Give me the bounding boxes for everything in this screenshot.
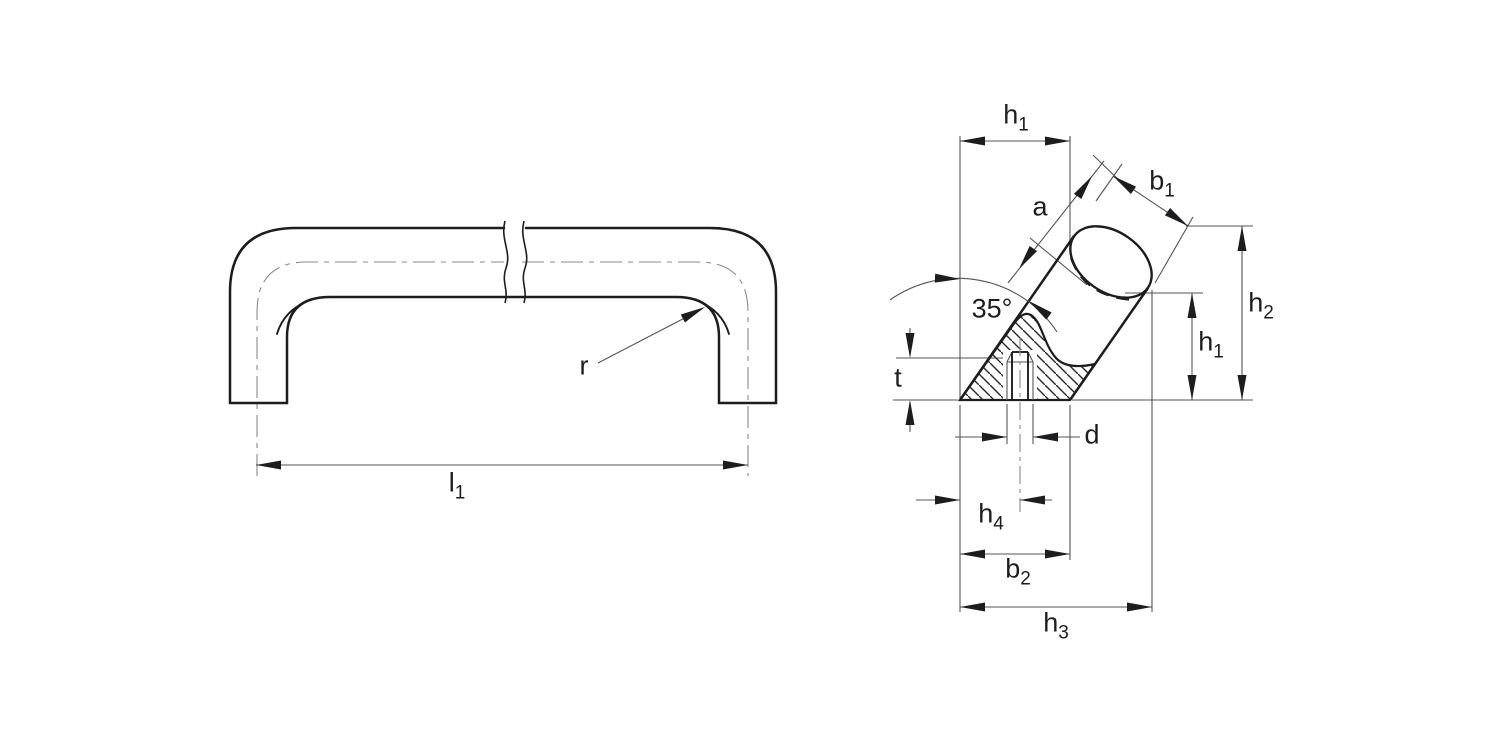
break-symbol [503,220,528,304]
dim-label-h2: h2 [1248,287,1274,324]
dimension-h2 [1237,226,1247,400]
dim-label-t: t [894,362,902,393]
dimension-a [1007,160,1105,284]
dim-label-b1: b1 [1149,165,1175,202]
dimension-h1-right [1187,293,1197,400]
dim-label-h3: h3 [1043,607,1069,644]
dim-label-h1-top: h1 [1003,99,1029,136]
side-section-view [889,136,1253,612]
radius-callout-r [597,303,708,364]
dimension-l1 [256,460,748,470]
tapped-hole [1006,338,1034,512]
dim-label-h4: h4 [978,498,1004,535]
dim-label-d: d [1084,419,1100,450]
hidden-edge-dashed [1069,257,1137,302]
dimension-h4 [916,495,1052,505]
dim-label-b2: b2 [1005,553,1031,590]
handle-outline [228,226,778,405]
front-view [228,220,778,476]
dimension-d [955,432,1080,442]
dim-label-l1: l1 [448,467,466,504]
dim-label-angle-35: 35° [971,293,1013,324]
dimension-angle-35 [889,273,1058,333]
dimension-b2 [960,549,1070,559]
dimension-h1-top [960,136,1070,146]
dim-label-r: r [579,350,589,381]
dim-label-h1-right: h1 [1198,326,1224,363]
tube-end-face [1069,225,1153,299]
bend-fillet-arcs [276,299,730,335]
dimension-b1 [1110,172,1191,230]
front-view-centerline [256,261,749,476]
dimension-h3 [960,602,1152,612]
grip-tube [958,225,1153,401]
dim-label-a: a [1032,191,1048,222]
dimension-t [905,328,915,432]
